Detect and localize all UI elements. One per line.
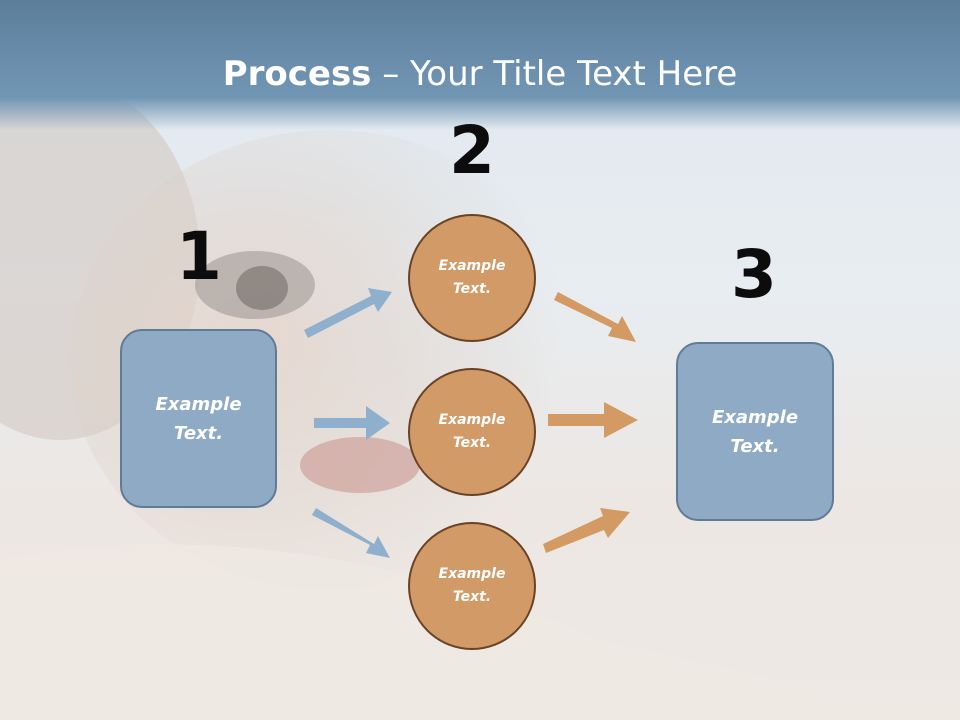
- step-number-2: 2: [449, 112, 495, 189]
- arrow-bottom-to-3: [543, 508, 630, 553]
- title-rest: – Your Title Text Here: [371, 54, 738, 94]
- step-2-circle-bottom: Example Text.: [408, 522, 536, 650]
- step-1-text: Example Text.: [155, 393, 242, 444]
- title-band: [0, 0, 960, 130]
- arrow-top-to-3: [554, 292, 636, 342]
- circle-top-text: Example Text.: [438, 258, 506, 297]
- arrow-1-to-bottom: [312, 508, 390, 558]
- arrow-1-to-top: [304, 288, 392, 338]
- step-3-text: Example Text.: [711, 406, 799, 457]
- step-2-circle-top: Example Text.: [408, 214, 536, 342]
- arrow-middle-to-3: [548, 402, 638, 438]
- orange-arrows: [543, 292, 638, 553]
- title-bold: Process: [222, 54, 372, 94]
- slide-title: Process – Your Title Text Here: [0, 52, 960, 96]
- blue-arrows: [304, 288, 392, 558]
- arrow-1-to-middle: [314, 406, 390, 440]
- step-3-box: Example Text.: [676, 342, 834, 521]
- circle-middle-text: Example Text.: [438, 412, 506, 451]
- step-number-1: 1: [176, 218, 222, 295]
- circle-bottom-text: Example Text.: [438, 566, 506, 605]
- step-1-box: Example Text.: [120, 329, 277, 508]
- step-number-3: 3: [731, 236, 777, 313]
- step-2-circle-middle: Example Text.: [408, 368, 536, 496]
